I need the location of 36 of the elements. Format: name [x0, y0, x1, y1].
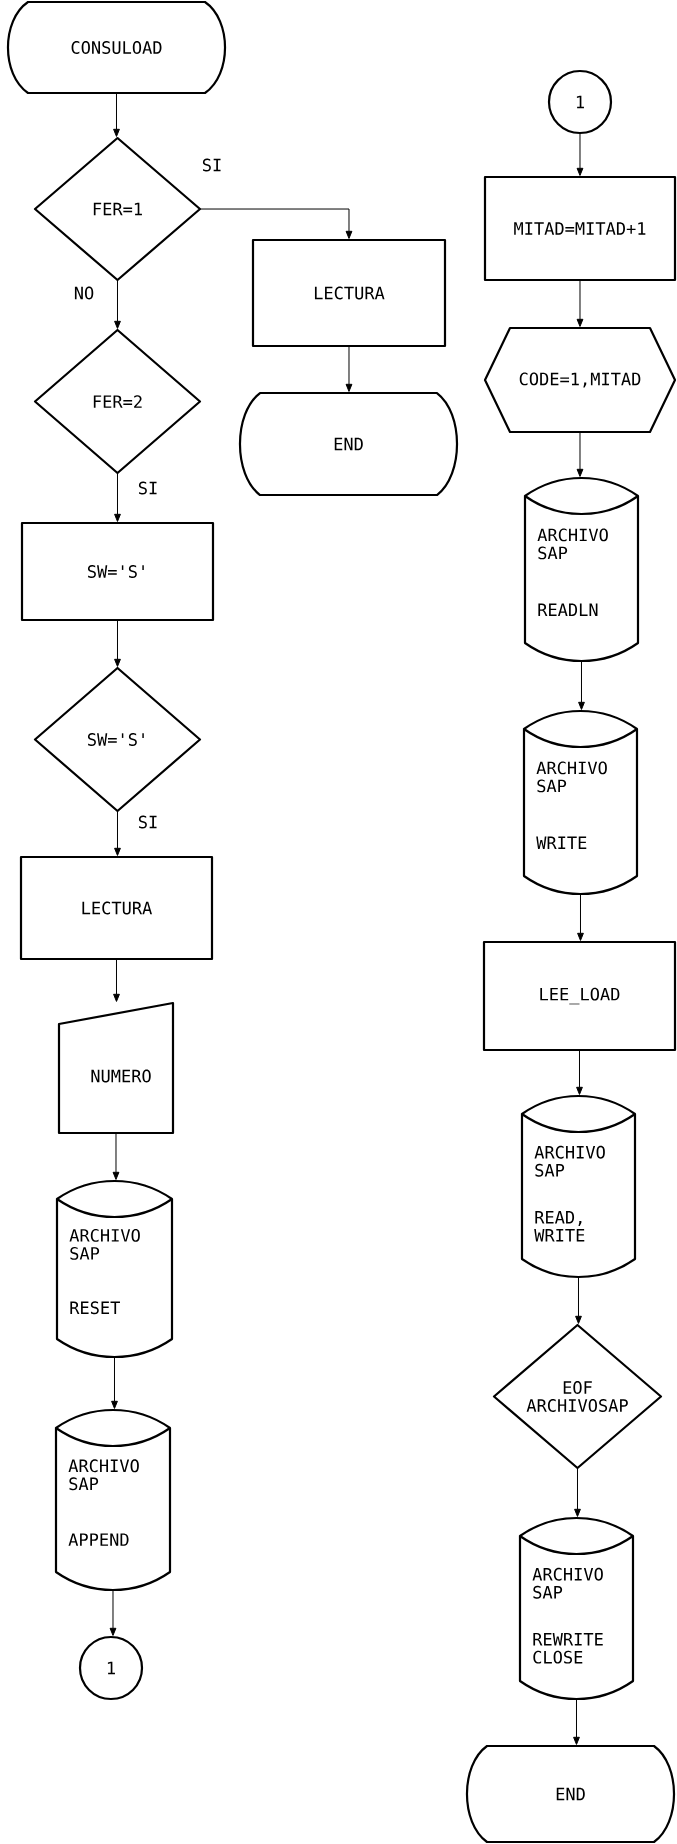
arrow — [575, 1276, 582, 1324]
arrow — [113, 958, 120, 1002]
edge-label: SI — [200, 157, 224, 173]
storage-cylinder: ARCHIVO SAP RESET — [55, 1179, 174, 1358]
arrow — [576, 431, 584, 477]
storage-cylinder: ARCHIVO SAP REWRITE CLOSE — [518, 1517, 635, 1701]
preparation-hexagon: CODE=1,MITAD — [483, 326, 677, 434]
storage-cylinder: ARCHIVO SAP READLN — [523, 477, 640, 663]
arrow — [109, 1589, 117, 1636]
storage-cylinder: ARCHIVO SAP APPEND — [54, 1409, 172, 1592]
arrow — [114, 619, 121, 667]
arrow — [576, 132, 584, 176]
edge-label: NO — [72, 285, 96, 301]
arrow — [114, 279, 121, 329]
edge-label: SI — [136, 480, 160, 496]
arrow — [345, 345, 353, 392]
arrow — [114, 810, 121, 856]
arrow — [199, 208, 353, 239]
process-box: MITAD=MITAD+1 — [483, 175, 677, 282]
arrow — [576, 1049, 583, 1095]
process-box: LEE_LOAD — [482, 940, 677, 1052]
arrow — [113, 92, 120, 137]
arrow — [574, 1467, 581, 1517]
storage-cylinder: ARCHIVO SAP READ, WRITE — [520, 1095, 637, 1279]
process-box: SW='S' — [20, 521, 215, 622]
arrow — [114, 472, 121, 522]
arrow — [573, 1698, 580, 1745]
process-box: LECTURA — [251, 238, 447, 348]
arrow — [111, 1356, 118, 1409]
process-box: LECTURA — [19, 855, 214, 961]
edge-label: SI — [136, 814, 160, 830]
arrow — [578, 660, 585, 710]
arrow — [112, 1132, 120, 1180]
arrow — [576, 279, 584, 327]
arrow — [577, 893, 584, 941]
storage-cylinder: ARCHIVO SAP WRITE — [522, 710, 639, 896]
